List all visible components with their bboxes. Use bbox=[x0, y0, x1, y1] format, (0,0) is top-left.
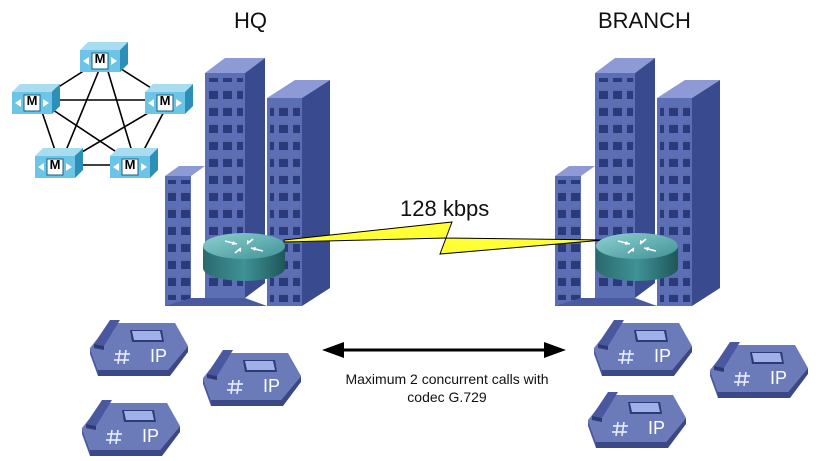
hq-site-label: HQ bbox=[234, 8, 267, 33]
wan-bandwidth-label: 128 kbps bbox=[400, 196, 490, 221]
ip-phone-label: IP bbox=[654, 346, 671, 366]
call-limit-note: Maximum 2 concurrent calls with codec G.… bbox=[316, 370, 578, 406]
call-manager-label: M bbox=[95, 51, 106, 66]
ip-phone-icon bbox=[89, 319, 189, 377]
call-limit-line-1: Maximum 2 concurrent calls with bbox=[345, 371, 549, 387]
ip-phone-icon bbox=[81, 399, 181, 457]
ip-phone-label: IP bbox=[142, 426, 159, 446]
ip-phone-label: IP bbox=[648, 418, 665, 438]
ip-phone-label: IP bbox=[770, 368, 787, 388]
ip-phone-icon bbox=[709, 341, 809, 399]
ip-phone-label: IP bbox=[150, 346, 167, 366]
call-manager-label: M bbox=[27, 93, 38, 108]
ip-phone-icon bbox=[587, 391, 687, 449]
call-manager-label: M bbox=[50, 157, 61, 172]
call-path-arrow bbox=[322, 342, 566, 358]
call-manager-label: M bbox=[160, 93, 171, 108]
branch-site-label: BRANCH bbox=[598, 8, 691, 33]
ip-phone-label: IP bbox=[263, 376, 280, 396]
call-manager-cluster: M M M M M bbox=[11, 41, 194, 179]
ip-phone-icon bbox=[202, 349, 302, 407]
branch-router-icon bbox=[595, 232, 679, 282]
wan-link-lightning bbox=[283, 221, 605, 255]
ip-phone-icon bbox=[593, 319, 693, 377]
hq-router-icon bbox=[202, 232, 286, 282]
call-manager-label: M bbox=[125, 157, 136, 172]
call-limit-line-2: codec G.729 bbox=[407, 389, 487, 405]
